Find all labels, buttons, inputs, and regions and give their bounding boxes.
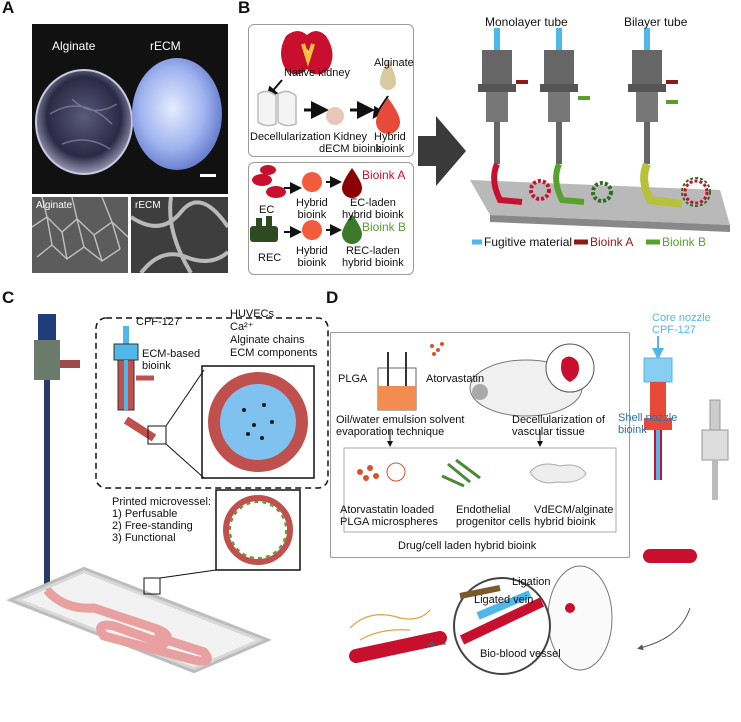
- kidney-dECM-art: [257, 31, 400, 134]
- photo-label-alginate: Alginate: [52, 39, 96, 53]
- microvessel-printing-art: [6, 314, 329, 674]
- panel-label-c: C: [2, 288, 15, 307]
- label-decellularization: Decellularization: [250, 131, 331, 143]
- recm-disc: [132, 58, 222, 170]
- legend-ca: Ca²⁺: [230, 321, 254, 333]
- panel-label-b: B: [238, 0, 251, 17]
- label-shell-nozzle: Shell nozzle bioink: [618, 412, 678, 436]
- coaxial-printing-art: [470, 28, 730, 245]
- sem-label-alginate: Alginate: [36, 200, 73, 211]
- label-hybrid-top: Hybrid bioink: [374, 131, 406, 155]
- legend-bioink-a: Bioink A: [590, 235, 634, 249]
- label-vdecm: VdECM/alginate hybrid bioink: [534, 504, 614, 528]
- label-core-nozzle: Core nozzle CPF-127: [652, 312, 711, 336]
- label-decell-vascular: Decellularization of vascular tissue: [512, 414, 605, 438]
- legend-ecm-components: ECM components: [230, 347, 318, 359]
- label-native-kidney: Native kidney: [284, 67, 351, 79]
- printed-item-2: 2) Free-standing: [112, 520, 193, 532]
- sem-image-recm: [131, 197, 228, 273]
- gel-discs: [35, 58, 222, 177]
- photo-label-recm: rECM: [150, 39, 181, 53]
- label-ec-laden: EC-laden hybrid bioink: [342, 197, 404, 221]
- legend-fugitive: Fugitive material: [484, 235, 573, 249]
- label-bilayer: Bilayer tube: [624, 15, 688, 29]
- label-alginate: Alginate: [374, 57, 414, 69]
- legend-huvecs: HUVECs: [230, 308, 275, 320]
- coaxial-nozzle-art: [643, 336, 729, 500]
- label-bioink-b: Bioink B: [362, 220, 407, 234]
- label-microspheres: Atorvastatin loaded PLGA microspheres: [340, 504, 438, 528]
- label-endothelial: Endothelial progenitor cells: [456, 504, 531, 528]
- label-rec: REC: [258, 252, 282, 264]
- label-bio-blood-vessel: Bio-blood vessel: [480, 648, 561, 660]
- drug-cell-bioink-art: [343, 342, 617, 533]
- drug-cell-bioink-box: [330, 332, 630, 558]
- legend-alginate-chains: Alginate chains: [230, 334, 305, 346]
- label-monolayer: Monolayer tube: [485, 15, 568, 29]
- label-ligation: Ligation: [512, 576, 551, 588]
- implant-art: [349, 549, 697, 675]
- bioink-cells-art: [250, 165, 362, 244]
- kidney-dECM-box: [248, 24, 414, 157]
- sem-texture-alginate: [32, 197, 128, 273]
- panel-label-a: A: [2, 0, 15, 17]
- panel-label-d: D: [326, 288, 339, 307]
- printed-microvessel-title: Printed microvessel:: [112, 496, 212, 508]
- label-hybrid-bioink-1: Hybrid bioink: [296, 197, 328, 221]
- label-ligated-vein: Ligated vein: [474, 594, 534, 606]
- label-cpf127: CPF-127: [136, 316, 181, 328]
- label-kidney-dECM: Kidney dECM bioink: [319, 131, 382, 155]
- label-plga: PLGA: [338, 373, 368, 385]
- alginate-disc: [35, 69, 133, 175]
- bioink-cells-box: [248, 162, 414, 275]
- label-drug-cell-bioink: Drug/cell laden hybrid bioink: [398, 540, 537, 552]
- label-ec: EC: [259, 204, 275, 216]
- label-ecm-bioink: ECM-based bioink: [142, 348, 201, 372]
- sem-texture-recm: [131, 197, 228, 273]
- sem-image-alginate: [32, 197, 128, 273]
- label-atorvastatin: Atorvastatin: [426, 373, 485, 385]
- label-emulsion: Oil/water emulsion solvent evaporation t…: [336, 414, 465, 438]
- legend-bioink-b: Bioink B: [662, 235, 707, 249]
- label-hybrid-bioink-2: Hybrid bioink: [296, 245, 328, 269]
- printed-item-1: 1) Perfusable: [112, 508, 178, 520]
- label-rec-laden: REC-laden hybrid bioink: [342, 245, 404, 269]
- printed-item-3: 3) Functional: [112, 532, 176, 544]
- process-arrow-icon: [418, 116, 466, 186]
- gel-photo: [32, 24, 228, 194]
- label-bioink-a: Bioink A: [362, 168, 406, 182]
- sem-label-recm: rECM: [135, 200, 161, 211]
